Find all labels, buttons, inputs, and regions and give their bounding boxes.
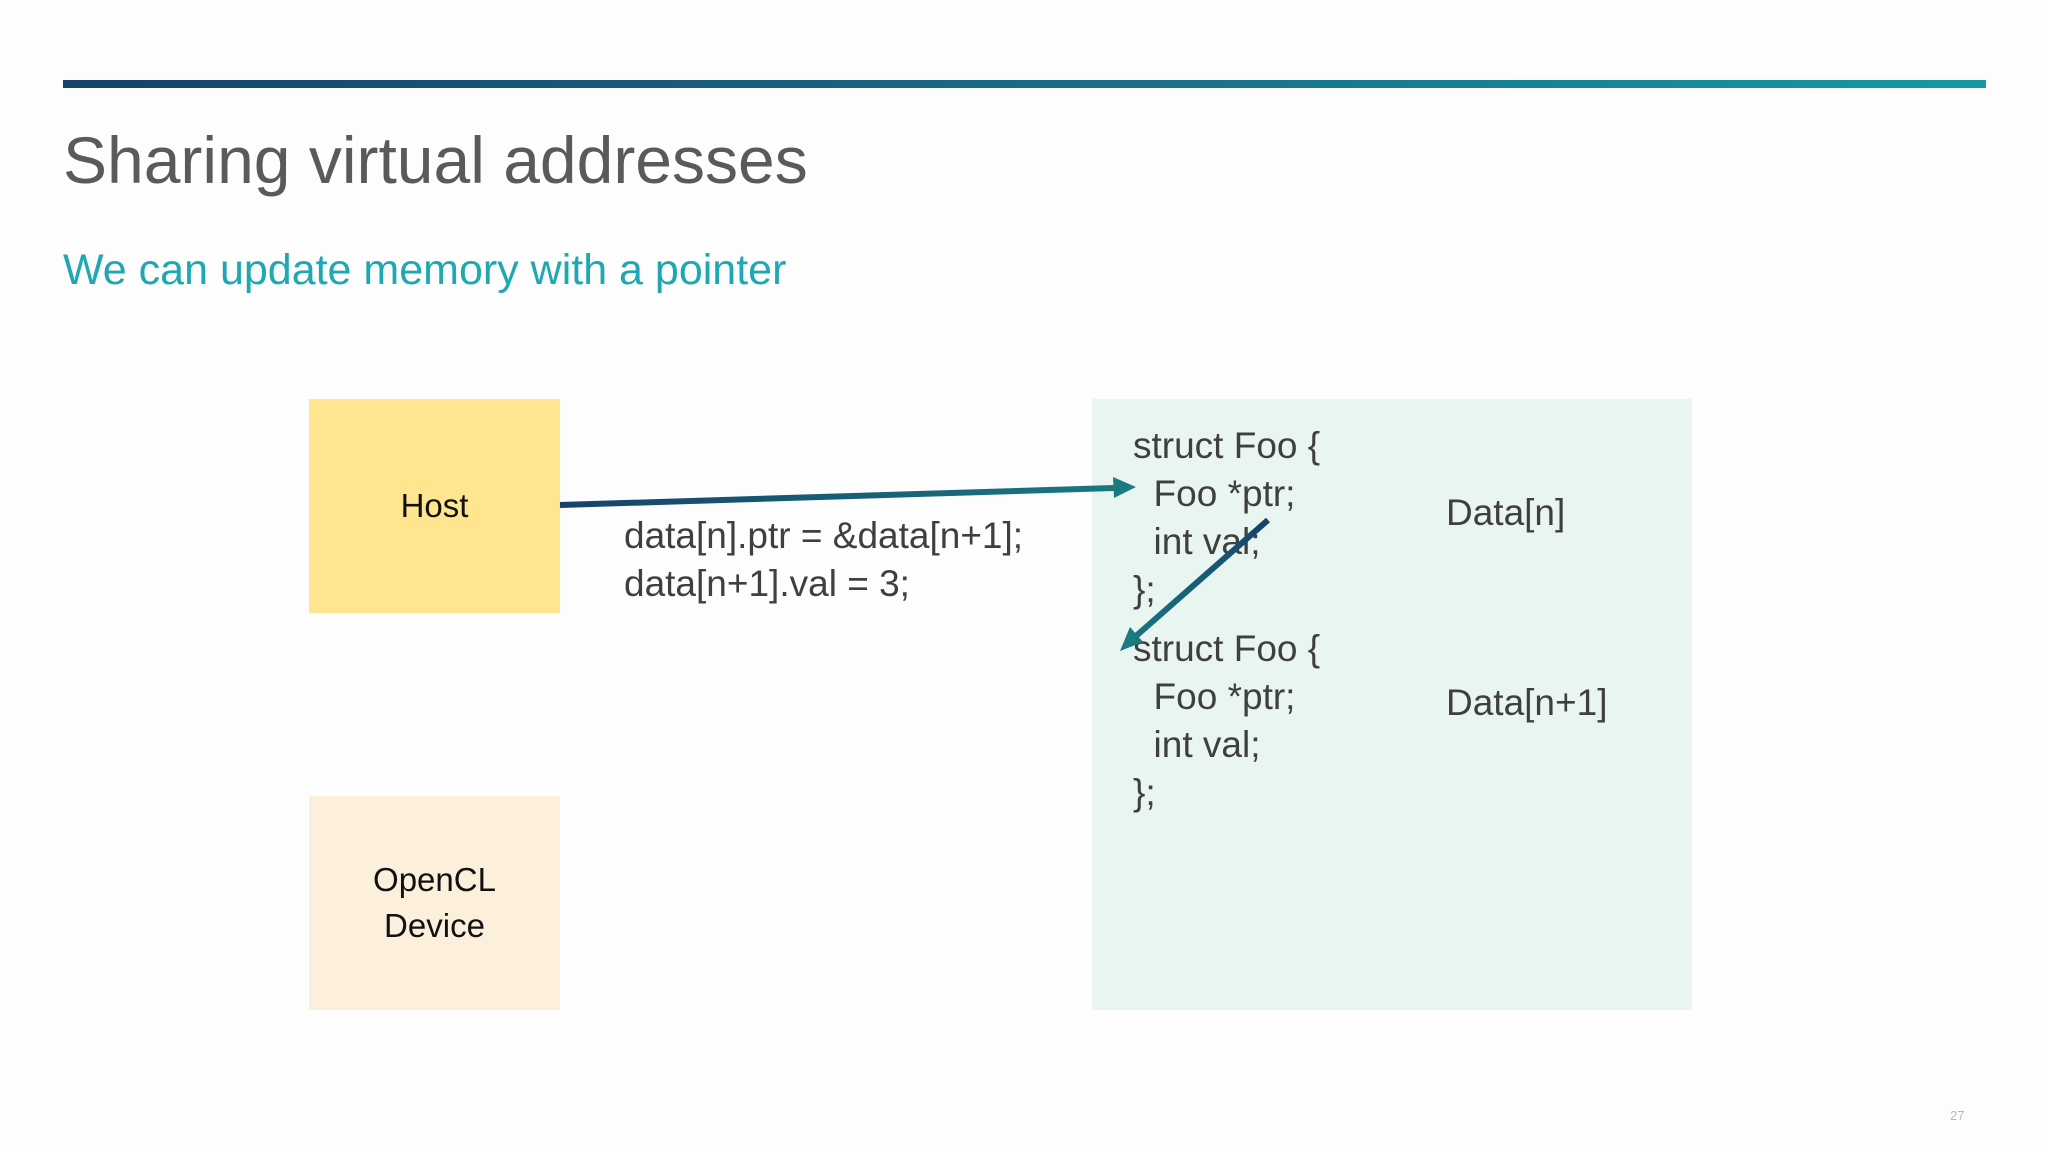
host-label: Host	[400, 487, 469, 524]
page-number: 27	[1950, 1108, 1965, 1123]
struct-foo-data-n: struct Foo { Foo *ptr; int val; };	[1133, 425, 1321, 610]
data-n-label: Data[n]	[1446, 492, 1566, 533]
host-box: Host	[309, 399, 560, 613]
host-to-memory-arrow	[559, 477, 1136, 508]
struct-foo-data-n1: struct Foo { Foo *ptr; int val; };	[1133, 628, 1321, 813]
shared-memory-region	[1092, 399, 1692, 1010]
slide-title: Sharing virtual addresses	[63, 123, 808, 197]
data-n1-label: Data[n+1]	[1446, 682, 1608, 723]
opencl-device-label: OpenCL Device	[373, 861, 496, 944]
opencl-device-box: OpenCL Device	[309, 796, 560, 1010]
slide-subtitle: We can update memory with a pointer	[63, 246, 787, 294]
host-code-snippet: data[n].ptr = &data[n+1]; data[n+1].val …	[624, 515, 1024, 604]
title-rule	[63, 80, 1986, 88]
